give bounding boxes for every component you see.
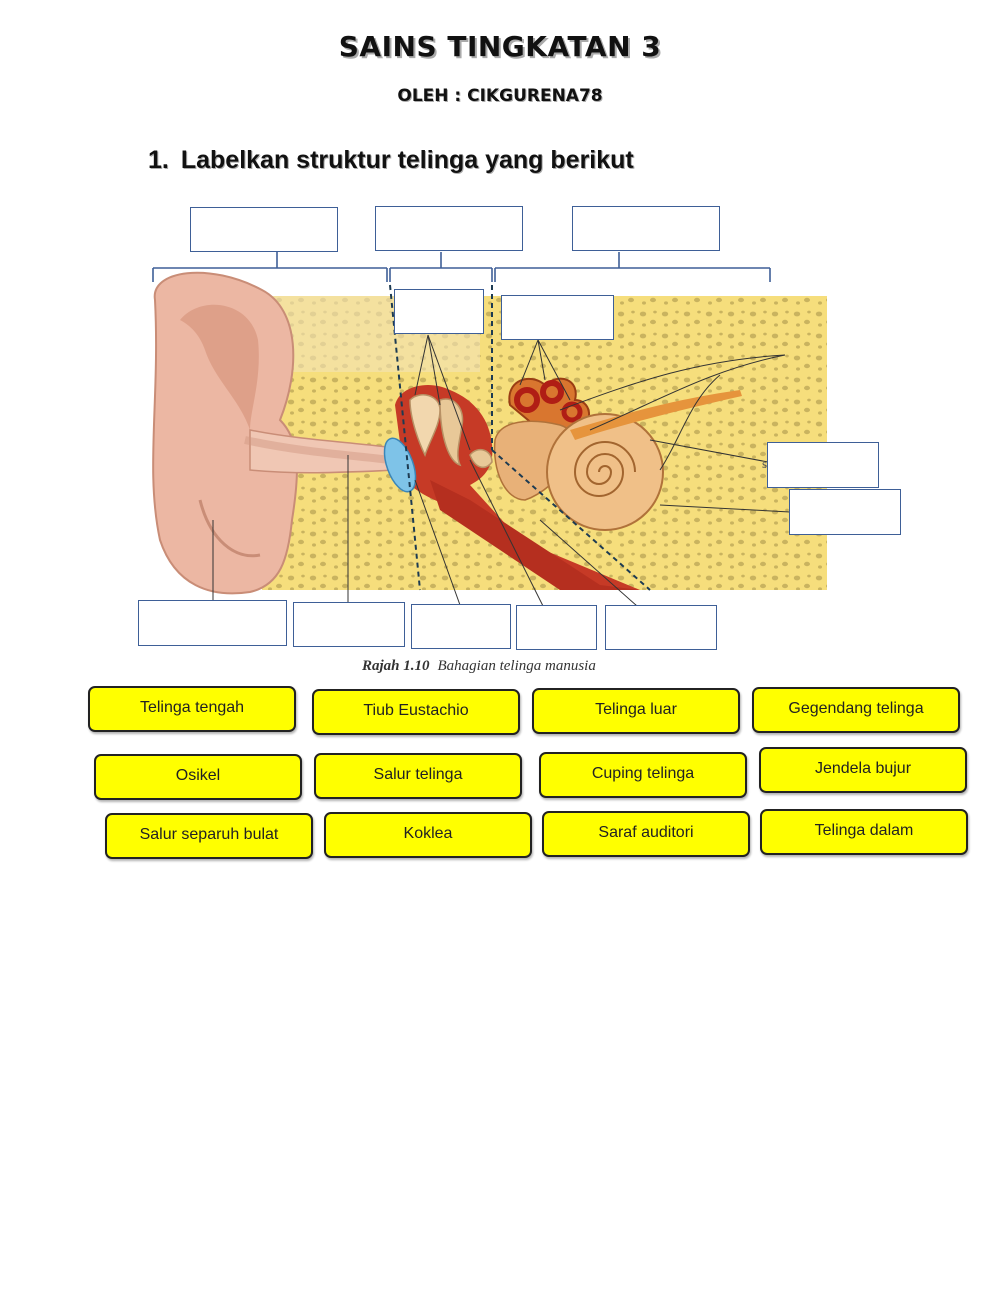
dropbox-semicircular-canals[interactable] — [501, 295, 614, 340]
label-chip[interactable]: Koklea — [324, 812, 532, 858]
dropbox-pinna[interactable] — [138, 600, 287, 646]
dropbox-eardrum[interactable] — [411, 604, 511, 649]
label-chip[interactable]: Telinga tengah — [88, 686, 296, 732]
label-chip[interactable]: Salur telinga — [314, 753, 522, 799]
label-chip[interactable]: Salur separuh bulat — [105, 813, 313, 859]
label-chip[interactable]: Telinga luar — [532, 688, 740, 734]
label-chip[interactable]: Jendela bujur — [759, 747, 967, 793]
label-chip[interactable]: Saraf auditori — [542, 811, 750, 857]
label-chip[interactable]: Telinga dalam — [760, 809, 968, 855]
figure-caption: Rajah 1.10 Bahagian telinga manusia — [362, 658, 596, 675]
ear-diagram: s — [0, 0, 1000, 700]
dropbox-oval-window[interactable] — [516, 605, 597, 650]
cochlea-shape — [547, 414, 663, 530]
label-chip[interactable]: Tiub Eustachio — [312, 689, 520, 735]
dropbox-inner-ear-region[interactable] — [572, 206, 720, 251]
dropbox-eustachian-tube[interactable] — [605, 605, 717, 650]
dropbox-middle-ear-region[interactable] — [375, 206, 523, 251]
dropbox-auditory-nerve[interactable] — [767, 442, 879, 488]
dropbox-ear-canal[interactable] — [293, 602, 405, 647]
dropbox-ossicles[interactable] — [394, 289, 484, 334]
label-chip[interactable]: Cuping telinga — [539, 752, 747, 798]
caption-text: Bahagian telinga manusia — [438, 658, 596, 674]
label-chip[interactable]: Gegendang telinga — [752, 687, 960, 733]
dropbox-cochlea[interactable] — [789, 489, 901, 535]
label-chip[interactable]: Osikel — [94, 754, 302, 800]
dropbox-outer-ear-region[interactable] — [190, 207, 338, 252]
caption-number: Rajah 1.10 — [362, 658, 430, 674]
